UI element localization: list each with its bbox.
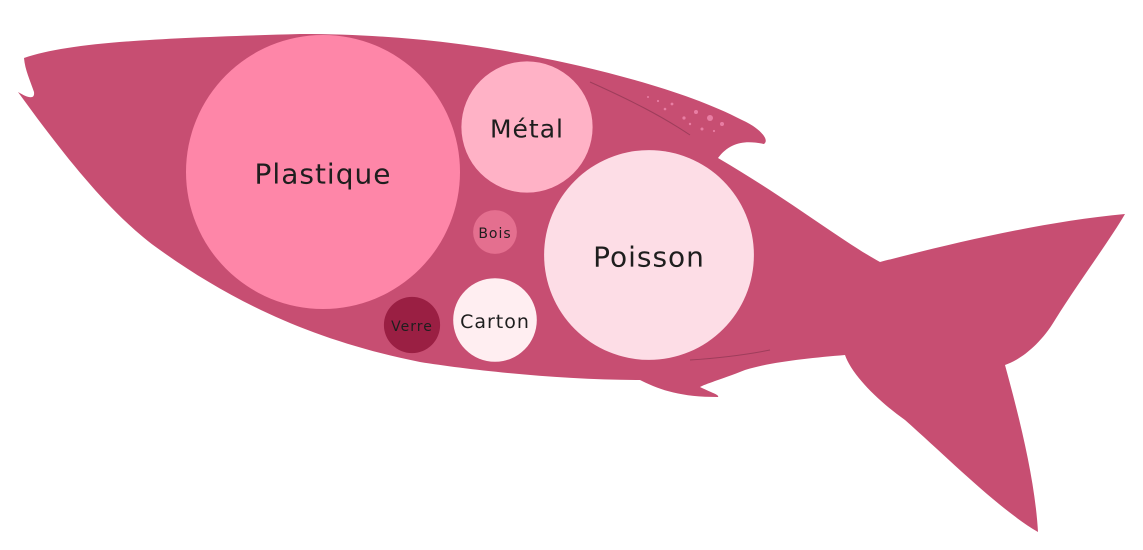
bubble-label-metal: Métal [490,115,564,144]
bubble-label-carton: Carton [460,311,530,333]
bubble-label-plastique: Plastique [255,158,392,191]
bubble-bois[interactable]: Bois [473,210,517,254]
fish-belly-line [689,349,771,361]
bubble-label-bois: Bois [478,226,511,242]
bubble-circle-metal[interactable] [461,61,593,193]
bubble-circle-carton[interactable] [453,278,537,362]
bubble-carton[interactable]: Carton [453,278,537,362]
bubble-circle-verre[interactable] [383,296,441,354]
bubble-verre[interactable]: Verre [383,296,441,354]
bubble-label-poisson: Poisson [593,241,705,274]
bubble-poisson[interactable]: Poisson [544,150,754,360]
bubble-circle-poisson[interactable] [544,150,754,360]
bubble-label-verre: Verre [391,319,433,335]
bubble-circle-plastique[interactable] [186,35,460,309]
bubble-circle-bois[interactable] [473,210,517,254]
fish-eye-dots [647,96,724,133]
bubble-metal[interactable]: Métal [461,61,593,193]
fish-lateral-line [589,81,691,136]
bubble-plastique[interactable]: Plastique [186,35,460,309]
